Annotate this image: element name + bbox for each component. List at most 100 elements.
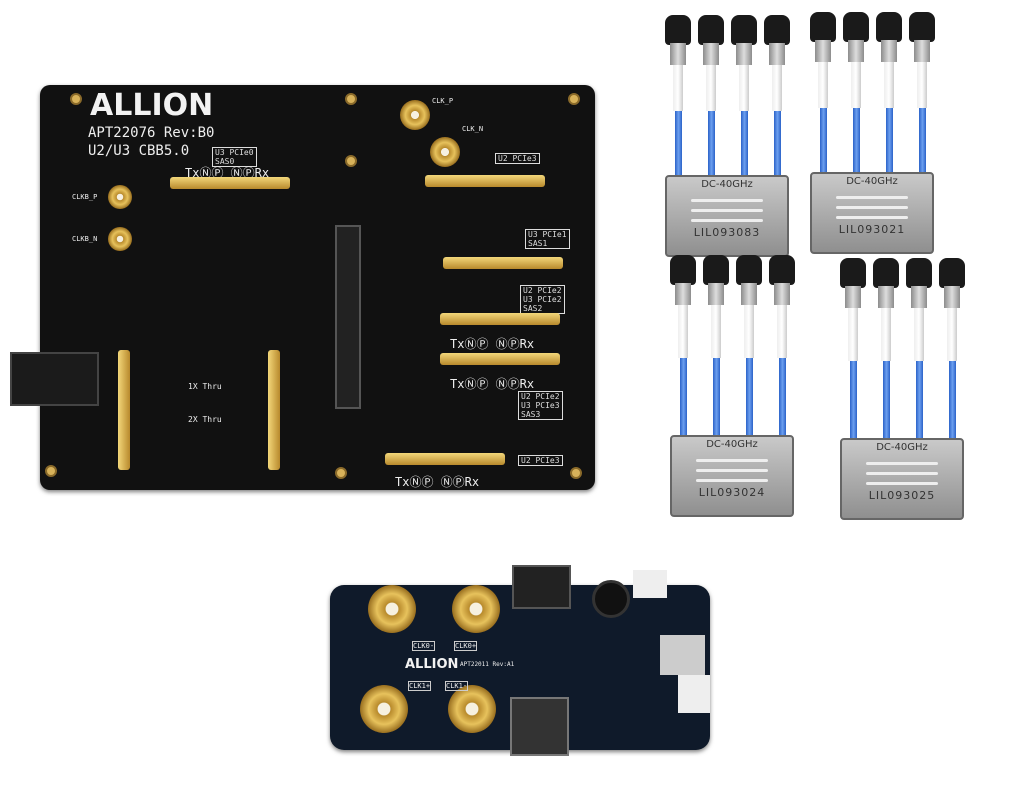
cable-ferrule bbox=[774, 283, 790, 305]
cable-ferrule bbox=[881, 40, 897, 62]
cable-end-cap bbox=[939, 258, 965, 288]
cable-band-label: DC-40GHz bbox=[706, 439, 758, 450]
cable-end-cap bbox=[876, 12, 902, 42]
cable-wire bbox=[744, 305, 754, 358]
cable-wire bbox=[886, 107, 893, 179]
mount-hole bbox=[570, 467, 582, 479]
vertical-header bbox=[268, 350, 280, 470]
label-u2-pcie3-bottom: U2 PCIe3 bbox=[518, 455, 563, 466]
cable-wire bbox=[675, 110, 682, 182]
label-clk0n: CLK0- bbox=[412, 641, 436, 651]
slide-switch[interactable] bbox=[510, 697, 569, 756]
cable-end-cap bbox=[873, 258, 899, 288]
cable-end-cap bbox=[703, 255, 729, 285]
cable-wire bbox=[881, 308, 891, 361]
cable-band-label: DC-40GHz bbox=[701, 179, 753, 190]
label-2x-thru: 2X Thru bbox=[188, 415, 222, 424]
clock-board-logo: ALLION bbox=[405, 657, 459, 672]
cable-wire bbox=[774, 110, 781, 182]
cable-end-cap bbox=[764, 15, 790, 45]
cable-ferrule bbox=[848, 40, 864, 62]
cable-wire bbox=[746, 357, 753, 440]
cable-ferrule bbox=[703, 43, 719, 65]
cable-connector-block: DC-40GHz LIL093025 bbox=[840, 438, 964, 520]
vertical-header bbox=[118, 350, 130, 470]
cable-wire bbox=[772, 65, 782, 111]
cable-ferrule bbox=[675, 283, 691, 305]
label-clk1n: CLK1- bbox=[445, 681, 469, 691]
cable-ferrule bbox=[815, 40, 831, 62]
connector-header bbox=[385, 453, 505, 465]
label-txrx: TxⓃⓅ ⓃⓅRx bbox=[450, 337, 535, 351]
cable-wire bbox=[883, 360, 890, 443]
clk-p-connector bbox=[400, 100, 430, 130]
board-name: U2/U3 CBB5.0 bbox=[88, 143, 190, 159]
clk1p-connector bbox=[360, 685, 408, 733]
cable-wire bbox=[851, 62, 861, 108]
cable-connector-block: DC-40GHz LIL093083 bbox=[665, 175, 789, 257]
cable-wire bbox=[916, 360, 923, 443]
label-txrx: TxⓃⓅ ⓃⓅRx bbox=[395, 475, 480, 489]
label-u2-pcie2-u3-pcie3: U2 PCIe2 U3 PCIe3 SAS3 bbox=[518, 391, 563, 420]
cable-wire bbox=[848, 308, 858, 361]
label-clkb-n: CLKB_N bbox=[72, 235, 98, 243]
cable-wire bbox=[680, 357, 687, 440]
cable-serial-label: LIL093021 bbox=[838, 223, 906, 236]
connector-header bbox=[440, 313, 560, 325]
cable-end-cap bbox=[698, 15, 724, 45]
cable-ferrule bbox=[708, 283, 724, 305]
cable-assembly: DC-40GHz LIL093025 bbox=[835, 258, 995, 520]
clkb-n-connector bbox=[108, 227, 132, 251]
cable-wire bbox=[884, 62, 894, 108]
brand-logo: ALLION bbox=[90, 88, 214, 123]
cable-band-label: DC-40GHz bbox=[846, 176, 898, 187]
cable-end-cap bbox=[731, 15, 757, 45]
push-button[interactable] bbox=[592, 580, 630, 618]
cable-wire bbox=[947, 308, 957, 361]
label-u2-pcie2-u3-pcie2: U2 PCIe2 U3 PCIe2 SAS2 bbox=[520, 285, 565, 314]
cable-end-cap bbox=[769, 255, 795, 285]
cable-wire bbox=[919, 107, 926, 179]
cable-wire bbox=[741, 110, 748, 182]
cable-end-cap bbox=[840, 258, 866, 288]
clock-board-model: APT22011 Rev:A1 bbox=[460, 661, 515, 668]
cable-connector-block: DC-40GHz LIL093021 bbox=[810, 172, 934, 254]
cable-wire bbox=[739, 65, 749, 111]
cable-assembly: DC-40GHz LIL093024 bbox=[665, 255, 825, 517]
cable-assembly: DC-40GHz LIL093083 bbox=[660, 15, 820, 257]
cable-ferrule bbox=[878, 286, 894, 308]
label-u3-pcie1: U3 PCIe1 SAS1 bbox=[525, 229, 570, 249]
power-jack bbox=[10, 352, 99, 406]
main-board: ALLION APT22076 Rev:B0 U2/U3 CBB5.0 U3 P… bbox=[40, 85, 595, 490]
label-clk-p: CLK_P bbox=[432, 97, 454, 105]
cable-wire bbox=[818, 62, 828, 108]
cable-wire bbox=[917, 62, 927, 108]
cable-end-cap bbox=[736, 255, 762, 285]
cable-end-cap bbox=[670, 255, 696, 285]
mount-hole bbox=[70, 93, 82, 105]
slide-switch[interactable] bbox=[512, 565, 571, 609]
cable-ferrule bbox=[741, 283, 757, 305]
mount-hole bbox=[345, 155, 357, 167]
label-1x-thru: 1X Thru bbox=[188, 382, 222, 391]
label-clkb-p: CLKB_P bbox=[72, 193, 98, 201]
label-clk1p: CLK1+ bbox=[408, 681, 432, 691]
label-txrx: TxⓃⓅ ⓃⓅRx bbox=[450, 377, 535, 391]
cable-serial-label: LIL093025 bbox=[868, 489, 936, 502]
cable-wire bbox=[779, 357, 786, 440]
usb-c-port[interactable] bbox=[660, 635, 705, 675]
mount-hole bbox=[335, 467, 347, 479]
board-model: APT22076 Rev:B0 bbox=[88, 125, 215, 141]
cable-ferrule bbox=[944, 286, 960, 308]
label-u2-pcie3-top: U2 PCIe3 bbox=[495, 153, 540, 164]
connector-header bbox=[440, 353, 560, 365]
connector-header bbox=[443, 257, 563, 269]
power-connector bbox=[678, 675, 710, 713]
cable-connector-block: DC-40GHz LIL093024 bbox=[670, 435, 794, 517]
cable-wire bbox=[708, 110, 715, 182]
cable-end-cap bbox=[810, 12, 836, 42]
cable-wire bbox=[711, 305, 721, 358]
cable-ferrule bbox=[736, 43, 752, 65]
cable-wire bbox=[914, 308, 924, 361]
label-txrx: TxⓃⓅ ⓃⓅRx bbox=[185, 166, 270, 180]
